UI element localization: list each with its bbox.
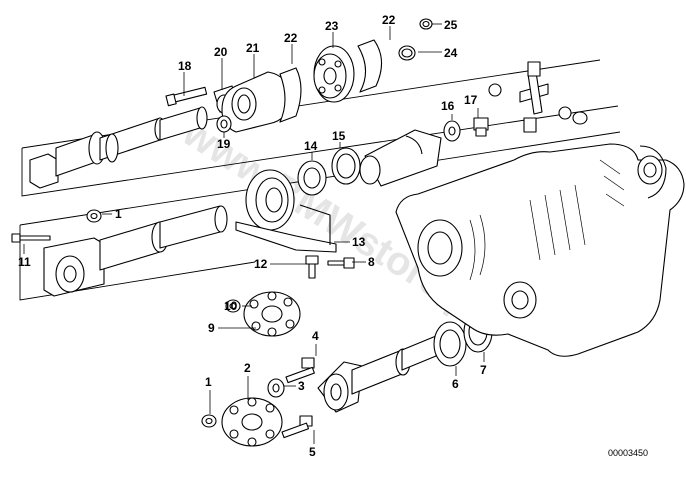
label-15: 15 xyxy=(332,129,346,143)
screw-11 xyxy=(11,233,51,243)
flex-disc-2 xyxy=(221,397,283,447)
label-3: 3 xyxy=(298,379,305,393)
nut-25 xyxy=(419,18,433,30)
hex-bolt-8 xyxy=(327,257,355,269)
grooved-ball-bearing-14 xyxy=(297,160,327,196)
dust-guard-15 xyxy=(331,147,361,185)
label-10: 10 xyxy=(224,299,238,313)
center-bearing-13 xyxy=(235,169,337,253)
label-9: 9 xyxy=(208,321,215,335)
washer-3 xyxy=(267,378,285,398)
label-16: 16 xyxy=(441,99,455,113)
label-23: 23 xyxy=(325,19,339,33)
centering-sleeve-21 xyxy=(221,71,291,133)
label-2: 2 xyxy=(244,361,251,375)
label-20: 20 xyxy=(214,45,228,59)
label-12: 12 xyxy=(254,257,268,271)
label-11: 11 xyxy=(18,255,31,269)
bolt-17 xyxy=(473,117,489,137)
self-locking-nut-1b xyxy=(201,414,217,428)
universal-joint-cross xyxy=(488,61,588,133)
self-locking-nut-10 xyxy=(225,299,241,313)
label-19: 19 xyxy=(217,137,231,151)
rear-propeller-shaft xyxy=(317,335,437,413)
ring-19 xyxy=(216,115,232,133)
circlip-24 xyxy=(398,45,416,61)
label-21: 21 xyxy=(246,41,260,55)
hex-bolt-5 xyxy=(281,415,313,439)
label-4: 4 xyxy=(312,329,319,343)
shaft-seal-6 xyxy=(433,321,467,367)
document-number: 00003450 xyxy=(607,448,648,458)
label-6: 6 xyxy=(452,377,459,391)
flex-disc-9 xyxy=(243,291,301,337)
lower-drive-shaft xyxy=(43,205,228,297)
label-8: 8 xyxy=(368,255,375,269)
label-13: 13 xyxy=(352,235,366,249)
label-14: 14 xyxy=(304,139,318,153)
label-7: 7 xyxy=(480,363,487,377)
transfer-case-housing xyxy=(395,143,685,357)
label-17: 17 xyxy=(464,93,478,107)
screw-18 xyxy=(165,86,208,107)
upper-drive-shaft xyxy=(29,106,208,189)
rubber-coupling-23 xyxy=(313,45,355,103)
leader-lines xyxy=(23,23,485,444)
clamping-plate-22a xyxy=(279,67,302,123)
self-locking-nut-1a xyxy=(86,209,102,223)
label-1b: 1 xyxy=(205,375,212,389)
hex-bolt-4 xyxy=(285,357,315,384)
label-5: 5 xyxy=(309,445,316,459)
label-24: 24 xyxy=(444,46,458,60)
hex-bolt-12 xyxy=(305,255,319,279)
label-1a: 1 xyxy=(115,207,122,221)
part-labels: 18 20 21 22 23 22 25 24 19 16 17 14 15 1… xyxy=(18,13,487,459)
output-flange-yoke xyxy=(359,129,442,187)
clamping-plate-22b xyxy=(357,39,383,93)
label-22a: 22 xyxy=(284,31,298,45)
label-18: 18 xyxy=(178,59,192,73)
washer-16 xyxy=(443,120,461,142)
label-25: 25 xyxy=(444,18,458,32)
label-22b: 22 xyxy=(382,13,396,27)
